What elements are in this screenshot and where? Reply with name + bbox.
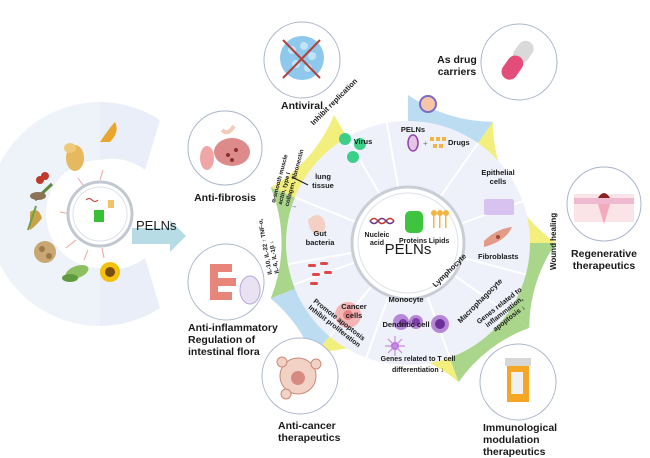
segment-divider	[385, 122, 400, 189]
fibrosis-tissue-icon	[200, 124, 250, 170]
source-arrow-label: PELNs	[136, 218, 177, 233]
drug-carrier-vesicle-icon	[419, 95, 437, 113]
center-component-lipids: Lipids	[428, 238, 450, 245]
pelns-drug-icon: +	[407, 134, 446, 152]
segment-divider	[346, 136, 381, 196]
segment-divider	[461, 256, 527, 276]
dna-icon-small	[85, 198, 99, 202]
svg-text:+: +	[423, 139, 428, 148]
application-regenerative: Regenerative therapeutics	[571, 248, 637, 272]
ginseng-icon	[30, 172, 54, 202]
lipid-icon-small	[108, 200, 114, 208]
fibroblast-icon	[484, 227, 512, 247]
application-antiviral: Antiviral	[280, 100, 323, 112]
protein-icon	[405, 211, 423, 233]
segment-lung-tissue: lung tissue	[312, 172, 334, 190]
segment-divider	[294, 196, 357, 223]
lipid-icon	[431, 210, 449, 228]
lung-tissue-icon	[308, 215, 326, 235]
dna-icon	[369, 217, 395, 225]
main-wheel: +	[270, 95, 556, 383]
outer-ring-segment	[449, 312, 530, 383]
segment-divider	[453, 274, 509, 314]
ginger-icon	[64, 143, 84, 171]
center-component-nucleic-acid: Nucleic acid	[364, 232, 390, 247]
virus-icon	[339, 133, 366, 163]
lymphocyte-icon	[409, 315, 423, 329]
monocyte-icon	[393, 314, 409, 330]
outer-ring-segment	[270, 114, 347, 198]
sunflower-icon	[100, 262, 120, 282]
center-component-proteins: Proteins	[398, 238, 427, 245]
center-title: PELNs	[384, 241, 432, 258]
application-anti-cancer: Anti-cancer therapeutics	[278, 420, 341, 444]
wound-skin-icon	[574, 193, 634, 224]
epithelial-cells-icon	[484, 199, 514, 215]
segment-divider	[439, 142, 479, 198]
segment-cancer-cells: Cancer cells	[341, 302, 367, 320]
segment-fibroblasts: Fibroblasts	[478, 252, 519, 261]
intestine-icon	[210, 264, 261, 305]
segment-divider	[287, 251, 354, 266]
segment-gut-bacteria: Gut bacteria	[305, 229, 335, 247]
segment-divider	[365, 295, 390, 358]
capsule-icon	[501, 40, 534, 80]
segment-pelns: PELNs	[400, 125, 426, 134]
protein-icon-small	[94, 210, 104, 222]
application-drug-carriers: As drug carriers	[437, 54, 477, 78]
pill-bottle-icon	[505, 358, 531, 402]
application-anti-inflammatory: Anti-inflammatory Regulation of intestin…	[188, 322, 278, 358]
dendritic-cell-icon	[385, 336, 405, 356]
ring-label-t-cell: Genes related to T cell differentiation …	[380, 356, 456, 374]
leaf-icon	[62, 265, 89, 282]
segment-dendritic-cell: Dendritic cell	[382, 320, 430, 329]
source-ring-top	[100, 102, 160, 170]
segment-virus: Virus	[353, 137, 373, 146]
gut-bacteria-icon	[308, 262, 332, 285]
outer-ring-segment	[270, 288, 330, 357]
application-immunological: Immunological modulation therapeutics	[483, 422, 558, 458]
segment-monocyte: Monocyte	[388, 295, 424, 304]
ring-label-wound-healing: Wound healing	[549, 212, 558, 270]
arrow-icon	[291, 176, 309, 186]
macrophagocyte-icon	[431, 315, 449, 333]
segment-drugs: Drugs	[448, 138, 470, 147]
application-anti-fibrosis: Anti-fibrosis	[194, 192, 256, 204]
virus-crossed-icon	[280, 36, 324, 80]
rice-icon	[27, 205, 42, 231]
diagram-canvas: +	[0, 21, 642, 421]
yam-icon	[100, 122, 117, 142]
right-arrow-icon	[132, 220, 186, 252]
segment-epithelial-cells-text: Epithelial cells	[481, 168, 515, 186]
cancer-cell-icon	[335, 302, 361, 328]
walnut-icon	[34, 241, 56, 263]
source-panel	[0, 102, 186, 326]
cancer-cell-large-icon	[276, 356, 322, 400]
